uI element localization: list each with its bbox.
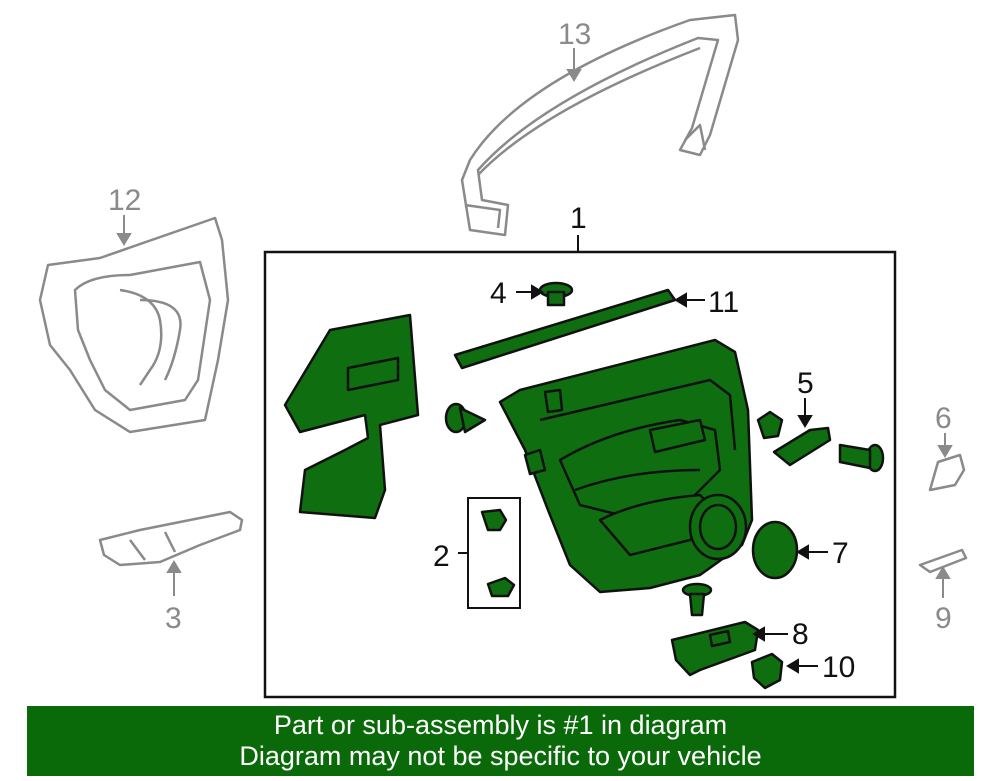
part-10-switch (750, 652, 784, 690)
callout-7: 7 (832, 537, 849, 570)
callout-8-leader (752, 626, 788, 642)
main-door-trim-panel (498, 338, 754, 594)
callout-11-leader (674, 292, 705, 308)
callout-9-leader (935, 566, 951, 598)
callout-5: 5 (797, 367, 814, 400)
part-4-push-pin (538, 281, 574, 307)
part-13-window-frame (460, 13, 740, 237)
callout-12-leader (116, 215, 132, 246)
notice-banner: Part or sub-assembly is #1 in diagram Di… (27, 706, 974, 776)
callout-6-leader (937, 433, 953, 458)
part-5-handle-bezel (756, 410, 885, 473)
callout-1: 1 (570, 202, 587, 235)
part-6-cap (928, 453, 966, 492)
callout-13-leader (566, 48, 582, 82)
callout-3: 3 (165, 602, 182, 635)
callout-3-leader (166, 560, 182, 596)
callout-10-leader (786, 658, 818, 674)
callout-10: 10 (822, 651, 855, 684)
callout-12: 12 (108, 184, 141, 217)
part-3-bracket (98, 510, 244, 567)
callout-6: 6 (935, 402, 952, 435)
callout-4: 4 (490, 277, 507, 310)
callout-4-leader (516, 284, 544, 300)
callout-5-leader (797, 398, 813, 428)
part-12-inner-panel (38, 216, 230, 434)
part-9-trim-piece (918, 548, 968, 574)
lower-screw (681, 582, 713, 617)
callout-9: 9 (935, 602, 952, 635)
assembly-box (263, 250, 897, 699)
callout-2: 2 (433, 540, 450, 573)
part-2-clips (480, 508, 516, 598)
insulator-pad (283, 313, 420, 520)
notice-line-1: Part or sub-assembly is #1 in diagram (273, 710, 728, 740)
part-7-speaker-grille (751, 520, 799, 580)
callout-11: 11 (708, 286, 739, 319)
callout-8: 8 (792, 618, 809, 651)
trim-screw (444, 402, 487, 434)
notice-line-2: Diagram may not be specific to your vehi… (239, 741, 762, 771)
part-8-switch-bezel (670, 620, 760, 677)
callout-13: 13 (558, 18, 591, 51)
callout-7-leader (796, 544, 828, 560)
